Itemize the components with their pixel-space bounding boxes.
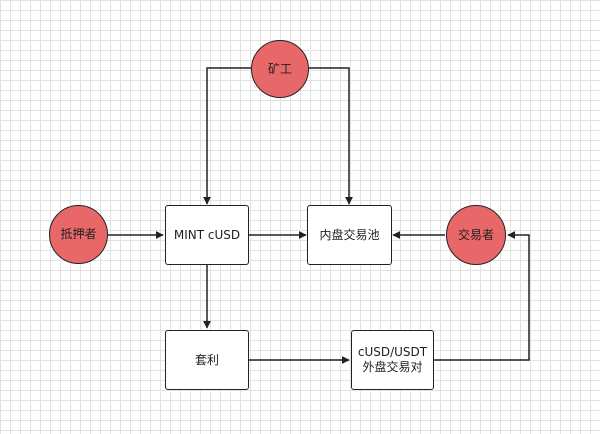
mint-node: MINT cUSD <box>165 205 249 265</box>
mint-label: MINT cUSD <box>173 227 241 242</box>
edge-miner-to-pool <box>309 67 353 205</box>
miner-label: 矿工 <box>267 61 292 76</box>
trader-node: 交易者 <box>446 205 506 265</box>
miner-node: 矿工 <box>251 40 309 98</box>
edge-external-to-trader <box>433 231 530 361</box>
collateral-label: 抵押者 <box>60 227 97 241</box>
pool-node: 内盘交易池 <box>307 205 392 265</box>
pool-label: 内盘交易池 <box>319 227 380 242</box>
arbitrage-label: 套利 <box>194 352 219 367</box>
external-pair-label-line2: 外盘交易对 <box>362 360 423 374</box>
collateral-node: 抵押者 <box>49 205 108 264</box>
external-pair-label-line1: cUSD/USDT <box>357 345 428 359</box>
external-pair-node: cUSD/USDT 外盘交易对 <box>351 330 434 390</box>
trader-label: 交易者 <box>457 227 494 242</box>
edge-miner-to-mint <box>203 67 251 205</box>
arbitrage-node: 套利 <box>165 330 249 390</box>
